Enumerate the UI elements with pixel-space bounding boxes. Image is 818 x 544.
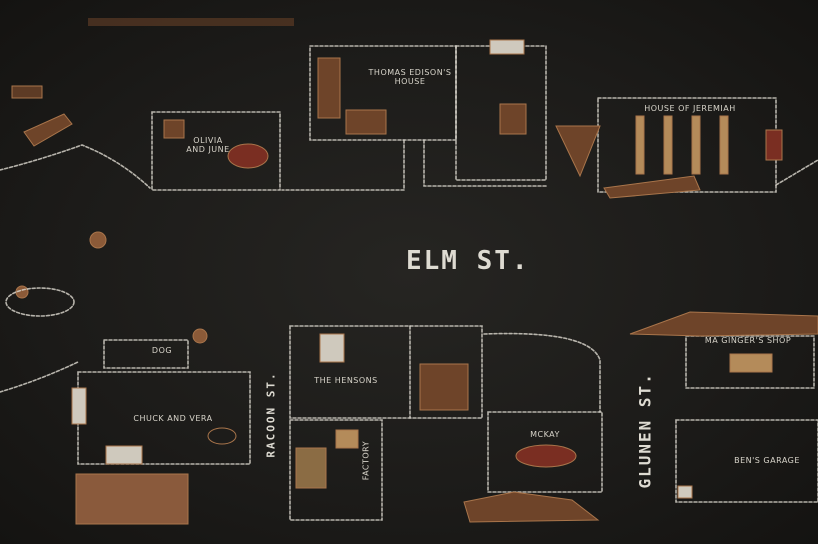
dog-outline [103,339,189,369]
edison-yard-path-2 [423,139,547,187]
garage-label: BEN'S GARAGE [734,456,800,465]
elm-street-label: ELM ST. [406,246,530,276]
glunen-street-label: GLUNEN ST. [635,372,655,489]
mckay-path [483,332,601,413]
edison-house-label: THOMAS EDISON'S HOUSE [368,68,452,87]
edison-yard-path [281,139,405,191]
garage-outline [675,419,818,503]
factory-label: FACTORY [361,440,371,481]
left-path [0,144,151,189]
chuck-vera-label: CHUCK AND VERA [133,414,213,423]
ginger-shop-label: MA GINGER'S SHOP [704,336,792,345]
olivia-house-outline [151,111,281,191]
wood-props [11,39,818,525]
mckay-outline [487,411,603,493]
jeremiah-path [775,159,818,186]
racoon-street-label: RACOON ST. [264,371,278,458]
chalk-scribble [5,287,75,317]
top-board [88,18,294,26]
dog-label: DOG [151,346,173,355]
bottom-left-path [0,361,79,393]
hensons-outline [289,325,483,419]
factory-outline [289,419,383,521]
olivia-june-label: OLIVIA AND JUNE [186,136,230,155]
mckay-label: McKAY [530,430,560,439]
jeremiah-label: HOUSE OF JEREMIAH [644,104,736,113]
hensons-label: THE HENSONS [314,376,378,385]
